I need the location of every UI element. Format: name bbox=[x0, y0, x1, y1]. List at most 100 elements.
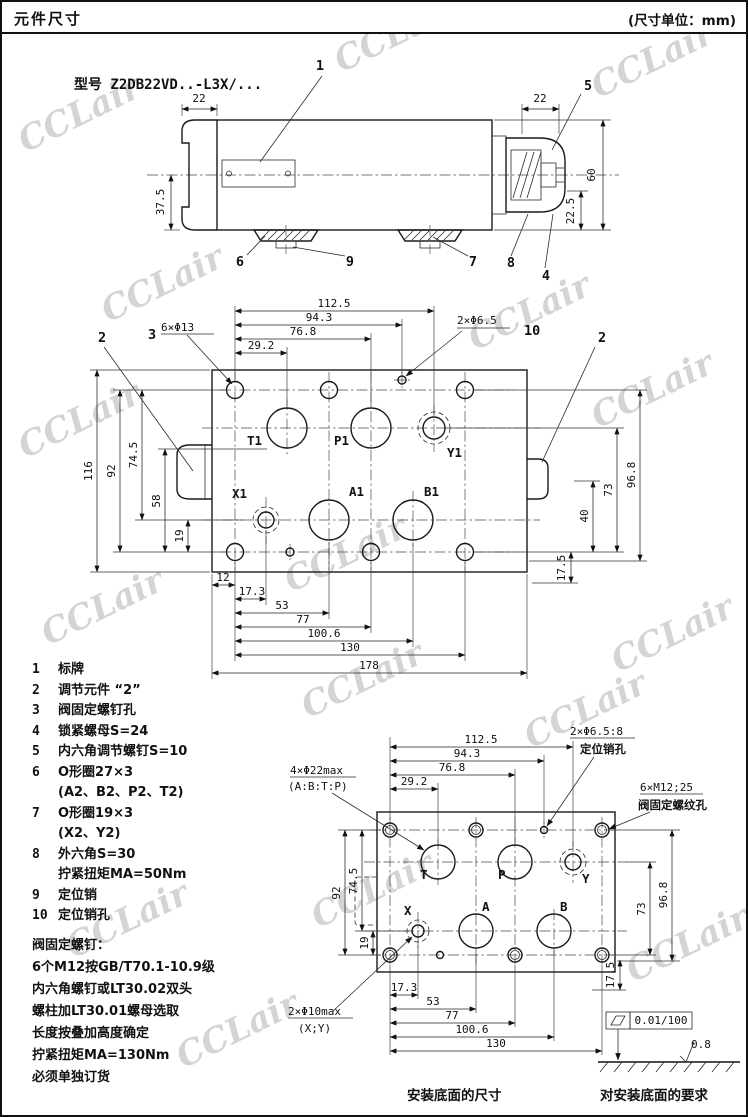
dim-77: 77 bbox=[296, 613, 309, 626]
dim-60: 60 bbox=[585, 168, 598, 181]
legend-item: 7 O形圈19×3 bbox=[32, 804, 260, 825]
legend-item: 8 外六角S=30 bbox=[32, 845, 260, 866]
legend-num: 1 bbox=[32, 662, 40, 677]
legend-text: (X2、Y2) bbox=[58, 826, 121, 841]
dim-94-3-b: 94.3 bbox=[454, 747, 481, 760]
legend-text: 外六角S=30 bbox=[58, 846, 136, 862]
flatness-value: 0.01/100 bbox=[635, 1014, 688, 1027]
legend-text: 内六角调节螺钉S=10 bbox=[58, 744, 188, 759]
mounting-face-caption: 安装底面的尺寸 bbox=[407, 1088, 502, 1104]
port-b1: B1 bbox=[424, 484, 439, 499]
port-x1: X1 bbox=[232, 486, 247, 501]
dim-37-5: 37.5 bbox=[154, 189, 167, 216]
callout-7: 7 bbox=[469, 254, 477, 270]
legend-text: 定位销孔 bbox=[58, 908, 111, 923]
port-p1: P1 bbox=[334, 433, 349, 448]
bolt-hole-label: 6×Φ13 bbox=[161, 321, 194, 334]
title-bar: 元件尺寸 (尺寸单位：mm) bbox=[2, 2, 746, 34]
dim-112-5: 112.5 bbox=[317, 297, 350, 310]
notes-line: 拧紧扭矩MA=130Nm bbox=[32, 1048, 170, 1063]
port-holes-label: 4×Φ22max bbox=[290, 764, 343, 777]
model-number: 型号 Z2DB22VD..-L3X/... bbox=[74, 77, 263, 93]
dim-19: 19 bbox=[173, 529, 186, 542]
legend-item: 6 O形圈27×3 bbox=[32, 763, 260, 784]
dim-73-b: 73 bbox=[635, 902, 648, 915]
dim-74-5-b: 74.5 bbox=[347, 868, 360, 895]
legend-num: 7 bbox=[32, 805, 40, 821]
callout-6: 6 bbox=[236, 254, 244, 270]
top-view-callouts: 2 2 3 6×Φ13 2×Φ6.5 10 bbox=[98, 314, 606, 472]
pin-holes-name: 定位销孔 bbox=[580, 742, 626, 756]
port-p: P bbox=[498, 867, 506, 882]
thread-holes-name: 阀固定螺纹孔 bbox=[638, 798, 707, 812]
legend-num bbox=[32, 783, 58, 804]
legend-text: (A2、B2、P2、T2) bbox=[58, 785, 184, 800]
dim-53: 53 bbox=[275, 599, 288, 612]
page-title: 元件尺寸 bbox=[14, 10, 83, 28]
surface-requirement-caption: 对安装底面的要求 bbox=[600, 1088, 708, 1104]
dim-76-8-b: 76.8 bbox=[439, 761, 466, 774]
callout-2-left: 2 bbox=[98, 330, 106, 346]
dim-19-b: 19 bbox=[358, 936, 371, 949]
fixing-screw-notes: 阀固定螺钉： 6个M12按GB/T70.1-10.9级 内六角螺钉或LT30.0… bbox=[32, 935, 267, 1089]
legend-text: 调节元件 “2” bbox=[58, 682, 141, 698]
dim-22-5: 22.5 bbox=[564, 198, 577, 225]
dim-116: 116 bbox=[82, 461, 95, 481]
top-view-drawing: T1 P1 Y1 X1 A1 B1 2 2 3 6×Φ13 2×Φ6.5 10 bbox=[82, 297, 647, 679]
dim-29-2-b: 29.2 bbox=[401, 775, 428, 788]
legend-num: 8 bbox=[32, 846, 40, 862]
xy-holes-ports: (X;Y) bbox=[298, 1022, 331, 1035]
dim-17-5-b: 17.5 bbox=[604, 962, 617, 989]
port-y1: Y1 bbox=[447, 445, 462, 460]
legend-num bbox=[32, 824, 58, 845]
port-t1: T1 bbox=[247, 433, 262, 448]
mounting-face-labels: 4×Φ22max (A:B:T:P) 2×Φ6.5:8 定位销孔 6×M12;2… bbox=[288, 725, 707, 1035]
side-view-callouts: 1 5 6 9 7 8 4 bbox=[236, 58, 592, 284]
surface-requirement-geometry: 0.01/100 0.8 bbox=[598, 1011, 740, 1073]
notes-line: 内六角螺钉或LT30.02双头 bbox=[32, 982, 193, 997]
legend-item: 4 锁紧螺母S=24 bbox=[32, 722, 260, 743]
legend-num: 9 bbox=[32, 887, 40, 903]
legend-num: 6 bbox=[32, 764, 40, 780]
legend-text: O形圈19×3 bbox=[58, 805, 134, 821]
thread-holes-label: 6×M12;25 bbox=[640, 781, 693, 794]
mounting-face-geometry bbox=[354, 811, 627, 973]
dim-100-6: 100.6 bbox=[307, 627, 340, 640]
callout-8: 8 bbox=[507, 255, 515, 271]
legend-text: 阀固定螺钉孔 bbox=[58, 703, 137, 718]
callout-9: 9 bbox=[346, 254, 354, 270]
legend-num bbox=[32, 865, 58, 886]
dim-100-6-b: 100.6 bbox=[455, 1023, 488, 1036]
notes-line: 螺柱加LT30.01螺母选取 bbox=[32, 1004, 180, 1019]
dim-74-5: 74.5 bbox=[127, 442, 140, 469]
dim-178: 178 bbox=[359, 659, 379, 672]
legend-text: 拧紧扭矩MA=50Nm bbox=[58, 867, 187, 882]
surface-requirement-drawing: 0.01/100 0.8 bbox=[598, 1011, 740, 1073]
legend-item: 10 定位销孔 bbox=[32, 906, 260, 927]
dim-77-b: 77 bbox=[445, 1009, 458, 1022]
dim-130-b: 130 bbox=[486, 1037, 506, 1050]
legend-text: O形圈27×3 bbox=[58, 764, 134, 780]
top-view-geometry bbox=[176, 369, 549, 573]
port-holes-ports: (A:B:T:P) bbox=[288, 780, 348, 793]
side-view-dimensions: 22 22 60 22.5 37.5 bbox=[154, 92, 611, 231]
top-view-dimensions: 112.5 94.3 76.8 29.2 116 92 74.5 58 19 bbox=[82, 297, 647, 679]
dim-94-3: 94.3 bbox=[306, 311, 333, 324]
dim-17-3-b: 17.3 bbox=[391, 981, 418, 994]
pin-hole-label: 2×Φ6.5 bbox=[457, 314, 497, 327]
legend-text: 锁紧螺母S=24 bbox=[58, 723, 149, 739]
notes-line: 长度按叠加高度确定 bbox=[32, 1026, 150, 1041]
callout-2-right: 2 bbox=[598, 330, 606, 346]
flatness-icon bbox=[610, 1015, 626, 1026]
legend-num: 10 bbox=[32, 908, 48, 923]
dim-58: 58 bbox=[150, 494, 163, 507]
callout-5: 5 bbox=[584, 78, 592, 94]
dim-76-8: 76.8 bbox=[290, 325, 317, 338]
dim-22-left: 22 bbox=[192, 92, 205, 105]
dim-92: 92 bbox=[105, 464, 118, 477]
notes-title: 阀固定螺钉： bbox=[32, 938, 111, 953]
legend-num: 4 bbox=[32, 723, 40, 739]
